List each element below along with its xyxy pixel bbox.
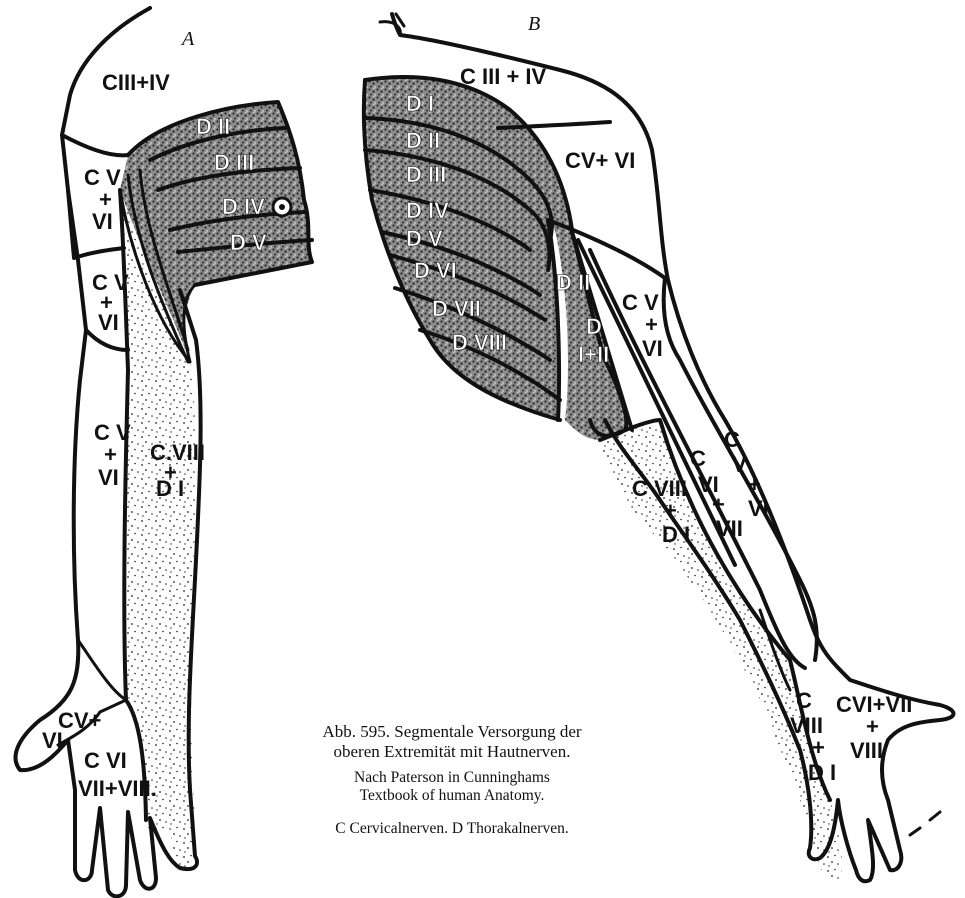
label-b-cvvi-low-2: V [732, 452, 747, 477]
label-b-d8: D VIII [452, 330, 507, 355]
label-a-cvvi-mid-3: VI [98, 310, 119, 335]
label-b-cvvi-shoulder: CV+ VI [565, 148, 635, 173]
label-a-d4: D IV [222, 194, 265, 219]
label-b-d12-1: D [586, 314, 602, 339]
label-b-hand-c8d1-1: C [796, 688, 812, 713]
label-a-c3-4: CIII+IV [102, 70, 170, 95]
label-b-d4: D IV [406, 198, 449, 223]
label-b-c67-3: + [712, 492, 725, 517]
caption-legend: C Cervicalnerven. D Thorakalnerven. [262, 820, 642, 838]
label-a-d3: D III [214, 150, 254, 175]
label-a-c8d1-3: D I [156, 476, 184, 501]
caption-title: Abb. 595. Segmentale Versorgung der ober… [262, 722, 642, 761]
label-a-cvvi-fore-2: + [104, 442, 117, 467]
label-b-cvvi-arm-3: VI [642, 336, 663, 361]
label-b-cvvi-low-3: + [748, 472, 761, 497]
label-a-hand-cvvi-1: CV+ [58, 708, 101, 733]
label-b-c67-4: VII [716, 516, 743, 541]
caption-title-line-2: oberen Extremität mit Hautnerven. [262, 742, 642, 762]
label-a-d2: D II [196, 114, 230, 139]
label-b-c3-4: C III + IV [460, 64, 547, 89]
label-b-hand-c8d1-4: D I [808, 760, 836, 785]
label-a-hand-c6-2: VII+VIII. [78, 776, 157, 801]
panel-label-a: A [180, 28, 195, 50]
label-b-hand-c68-3: VIII [850, 738, 883, 763]
label-a-hand-cvvi-2: VI [42, 728, 63, 753]
label-a-c8d1-1: C.VIII [150, 440, 205, 465]
label-b-d1: D I [406, 91, 434, 116]
label-b-d2: D II [406, 128, 440, 153]
label-b-c8d1-2: + [664, 498, 677, 523]
label-b-c8d1-3: D I [662, 522, 690, 547]
label-b-hand-c68-2: + [866, 714, 879, 739]
label-a-cvvi-upper-3: VI [92, 209, 113, 234]
label-a-d5: D V [230, 230, 267, 255]
label-b-cvvi-low-4: VI [748, 496, 769, 521]
label-b-d2b: D II [556, 270, 590, 295]
caption-source-line-2: Textbook of human Anatomy. [262, 787, 642, 805]
label-b-d3: D III [406, 162, 446, 187]
label-b-d7: D VII [432, 296, 481, 321]
label-b-d12-2: I+II [578, 342, 609, 367]
label-a-cvvi-fore-3: VI [98, 465, 119, 490]
panel-label-b: B [528, 13, 540, 35]
label-b-hand-c8d1-3: + [812, 735, 825, 760]
label-b-cvvi-arm-2: + [645, 312, 658, 337]
label-b-c8d1-1: C VIII [632, 476, 687, 501]
caption-source-line-1: Nach Paterson in Cunninghams [262, 769, 642, 787]
label-b-c67-1: C [690, 446, 706, 471]
label-a-hand-c6-1: C VI [84, 748, 127, 773]
caption-source: Nach Paterson in Cunninghams Textbook of… [262, 769, 642, 805]
label-b-cvvi-low-1: C [724, 427, 740, 452]
caption-title-line-1: Abb. 595. Segmentale Versorgung der [262, 722, 642, 742]
label-b-d5: D V [406, 226, 443, 251]
label-b-d6: D VI [414, 258, 457, 283]
